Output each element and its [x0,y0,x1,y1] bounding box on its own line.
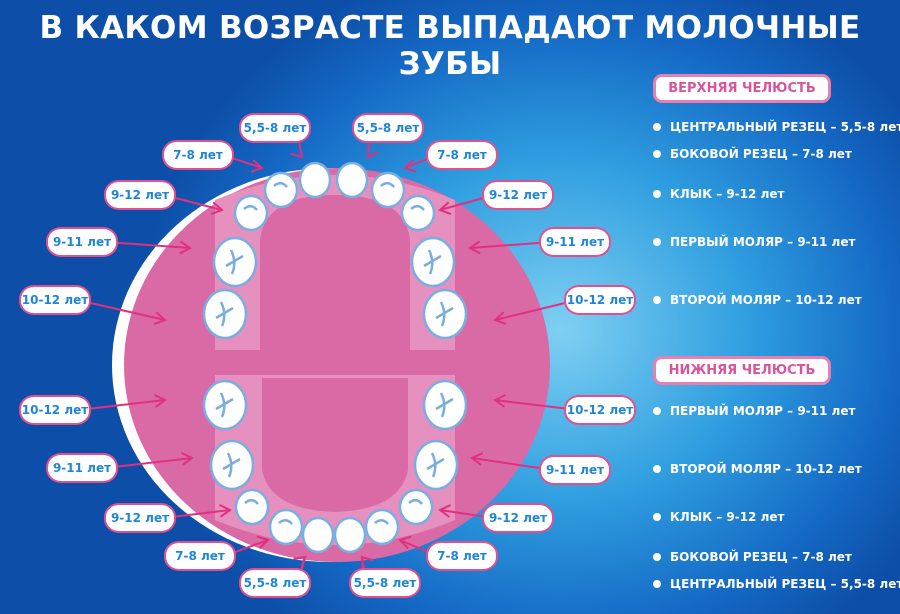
tooth [209,439,255,491]
legend-text: КЛЫК – 9-12 лет [670,510,785,524]
arrow-icon [88,394,167,410]
bullet-icon [653,123,661,131]
bullet-icon [653,238,661,246]
age-label-lower-right: 7-8 лет [426,541,498,571]
tooth [268,508,304,546]
tooth [413,439,459,491]
age-label-lower-right: 10-12 лет [564,395,636,425]
legend-text: ПЕРВЫЙ МОЛЯР – 9-11 лет [670,404,856,418]
age-label-upper-right: 5,5-8 лет [352,113,424,143]
tooth [370,171,406,209]
age-label-lower-left: 5,5-8 лет [239,568,311,598]
tooth [202,288,248,340]
legend-item: БОКОВОЙ РЕЗЕЦ – 7-8 лет [653,147,852,161]
legend-item: ВТОРОЙ МОЛЯР – 10-12 лет [653,462,862,476]
upper-palate [260,195,410,350]
tooth [263,171,299,209]
arrow-icon [468,240,542,255]
arrow-icon [231,156,264,173]
arrow-icon [398,535,430,554]
bullet-icon [653,407,661,415]
arrow-icon [232,535,270,554]
arrow-icon [403,157,430,173]
age-label-lower-right: 5,5-8 лет [349,568,421,598]
arrow-icon [470,452,542,470]
age-label-lower-right: 9-12 лет [482,503,554,533]
arrow-icon [115,452,194,468]
age-label-upper-left: 10-12 лет [19,285,91,315]
arrow-icon [438,196,485,215]
tooth [333,516,367,554]
legend-item: ВТОРОЙ МОЛЯР – 10-12 лет [653,293,862,307]
age-label-upper-left: 9-11 лет [46,227,118,257]
age-label-upper-right: 9-11 лет [539,227,611,257]
bullet-icon [653,513,661,521]
tooth [410,236,456,288]
arrow-icon [438,504,485,518]
legend-text: КЛЫК – 9-12 лет [670,187,785,201]
tooth [398,488,434,526]
age-label-upper-right: 10-12 лет [564,285,636,315]
tooth [335,161,369,199]
age-label-upper-left: 9-12 лет [104,180,176,210]
tooth [212,236,258,288]
arrow-icon [173,196,224,216]
age-label-lower-right: 9-11 лет [539,455,611,485]
age-label-upper-right: 7-8 лет [426,140,498,170]
bullet-icon [653,553,661,561]
tooth [234,488,270,526]
arrow-icon [493,301,567,325]
bullet-icon [653,190,661,198]
legend-text: ВТОРОЙ МОЛЯР – 10-12 лет [670,293,862,307]
arrow-icon [493,394,567,410]
legend-text: ЦЕНТРАЛЬНЫЙ РЕЗЕЦ – 5,5-8 лет [670,120,900,134]
age-label-lower-left: 10-12 лет [19,395,91,425]
legend-item: ПЕРВЫЙ МОЛЯР – 9-11 лет [653,235,855,249]
legend-item: ЦЕНТРАЛЬНЫЙ РЕЗЕЦ – 5,5-8 лет [653,120,900,134]
arrow-icon [88,301,167,326]
arrow-icon [173,504,232,518]
age-label-lower-left: 9-12 лет [104,503,176,533]
age-label-upper-left: 7-8 лет [162,140,234,170]
legend-item: ЦЕНТРАЛЬНЫЙ РЕЗЕЦ – 5,5-8 лет [653,577,900,591]
legend-item: ПЕРВЫЙ МОЛЯР – 9-11 лет [653,404,855,418]
age-label-lower-left: 7-8 лет [164,541,236,571]
age-label-lower-left: 9-11 лет [46,453,118,483]
legend-text: ЦЕНТРАЛЬНЫЙ РЕЗЕЦ – 5,5-8 лет [670,577,900,591]
bullet-icon [653,150,661,158]
tooth [422,288,468,340]
legend-text: ВТОРОЙ МОЛЯР – 10-12 лет [670,462,862,476]
arrow-icon [115,240,192,255]
bullet-icon [653,296,661,304]
legend-text: БОКОВОЙ РЕЗЕЦ – 7-8 лет [670,147,852,161]
legend-item: КЛЫК – 9-12 лет [653,510,784,524]
bullet-icon [653,580,661,588]
tooth [202,379,248,431]
legend-text: БОКОВОЙ РЕЗЕЦ – 7-8 лет [670,550,852,564]
legend-item: КЛЫК – 9-12 лет [653,187,784,201]
age-label-upper-left: 5,5-8 лет [239,113,311,143]
upper-jaw-header: ВЕРХНЯЯ ЧЕЛЮСТЬ [653,74,831,103]
tooth [400,194,436,232]
tooth [298,161,332,199]
legend-text: ПЕРВЫЙ МОЛЯР – 9-11 лет [670,235,856,249]
legend-item: БОКОВОЙ РЕЗЕЦ – 7-8 лет [653,550,852,564]
tooth [422,379,468,431]
page-title: В КАКОМ ВОЗРАСТЕ ВЫПАДАЮТ МОЛОЧНЫЕ ЗУБЫ [39,10,861,82]
tooth [233,194,269,232]
tooth [364,508,400,546]
bullet-icon [653,465,661,473]
tongue-area [262,378,408,512]
age-label-upper-right: 9-12 лет [482,180,554,210]
tooth [301,516,335,554]
lower-jaw-header: НИЖНЯЯ ЧЕЛЮСТЬ [653,356,831,385]
